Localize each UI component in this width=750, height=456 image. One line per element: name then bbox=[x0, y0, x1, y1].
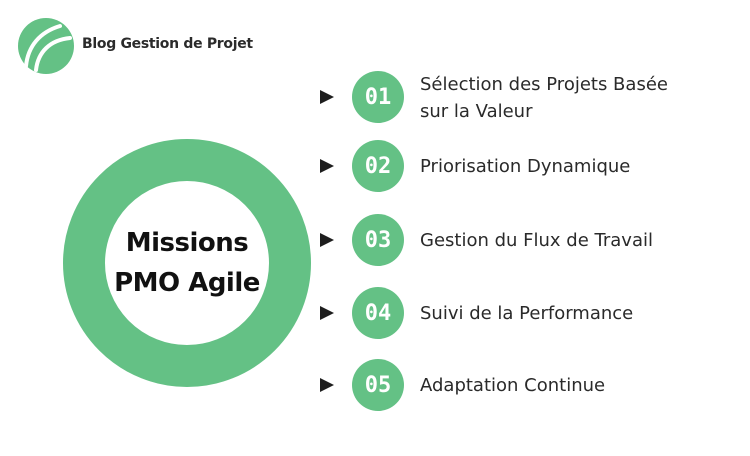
step-number-badge: 02 bbox=[352, 140, 404, 192]
step-number-badge: 04 bbox=[352, 287, 404, 339]
step-item-04: 04 Suivi de la Performance bbox=[320, 287, 740, 339]
step-number-badge: 01 bbox=[352, 71, 404, 123]
step-number-badge: 05 bbox=[352, 359, 404, 411]
center-title-line1: Missions bbox=[125, 228, 249, 258]
step-label-line1: Sélection des Projets Basée bbox=[420, 74, 668, 95]
arrow-right-icon bbox=[320, 378, 334, 392]
step-item-02: 02 Priorisation Dynamique bbox=[320, 140, 740, 192]
step-label: Suivi de la Performance bbox=[420, 303, 634, 324]
arrow-right-icon bbox=[320, 233, 334, 247]
center-title-line2: PMO Agile bbox=[114, 268, 260, 298]
step-label: Sélection des Projets Basée sur la Valeu… bbox=[420, 71, 668, 125]
step-item-03: 03 Gestion du Flux de Travail bbox=[320, 214, 740, 266]
arrow-right-icon bbox=[320, 159, 334, 173]
center-ring: Missions PMO Agile bbox=[63, 139, 311, 387]
step-item-05: 05 Adaptation Continue bbox=[320, 359, 740, 411]
step-label-line2: sur la Valeur bbox=[420, 101, 533, 122]
step-number-badge: 03 bbox=[352, 214, 404, 266]
step-label: Gestion du Flux de Travail bbox=[420, 230, 653, 251]
step-label: Adaptation Continue bbox=[420, 375, 606, 396]
arrow-right-icon bbox=[320, 90, 334, 104]
brand-name: Blog Gestion de Projet bbox=[82, 36, 253, 52]
leaf-logo-icon bbox=[18, 18, 74, 74]
center-title: Missions PMO Agile bbox=[114, 223, 260, 303]
step-label: Priorisation Dynamique bbox=[420, 156, 631, 177]
arrow-right-icon bbox=[320, 306, 334, 320]
step-item-01: 01 Sélection des Projets Basée sur la Va… bbox=[320, 71, 740, 123]
